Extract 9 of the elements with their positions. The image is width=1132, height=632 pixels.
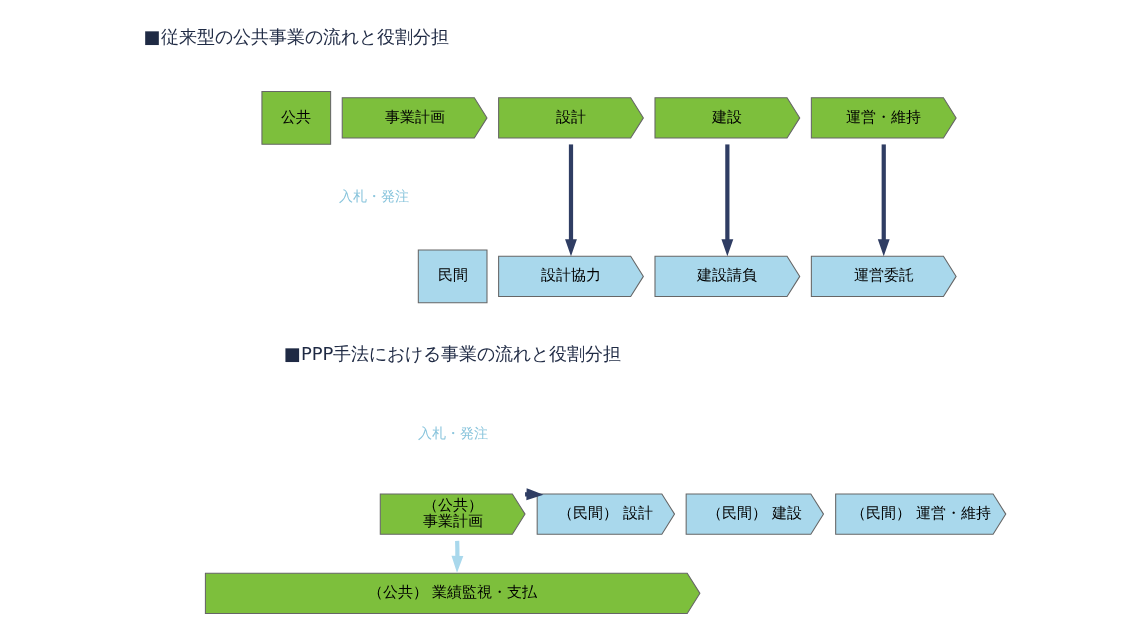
node-box: 民間 [417,249,487,304]
arrow [877,144,890,257]
arrow [564,144,577,257]
label: 入札・発注 [417,425,488,442]
label: ■PPP手法における事業の流れと役割分担 [283,342,621,364]
arrow [720,144,733,257]
label: 入札・発注 [338,187,409,204]
node-box: 公共 [260,90,331,145]
label: ■従来型の公共事業の流れと役割分担 [143,25,449,47]
